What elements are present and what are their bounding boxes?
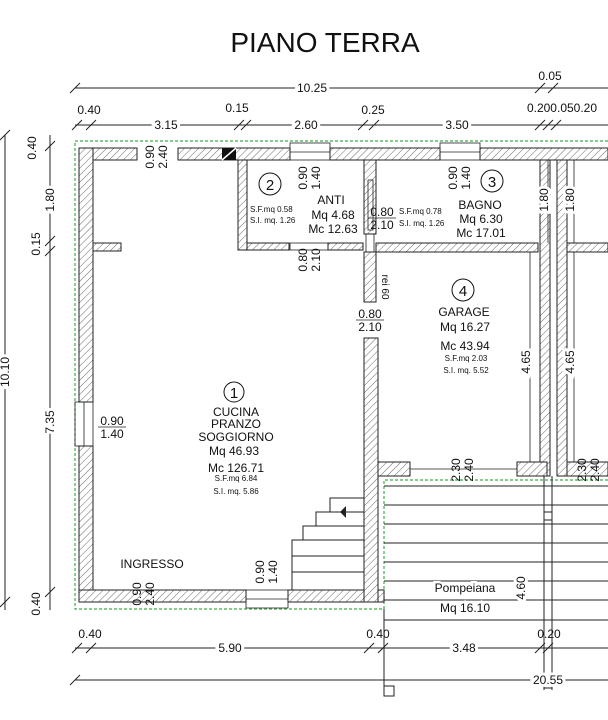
room-3-number: 3 <box>488 174 496 191</box>
garage-height-1: 4.65 <box>519 350 533 374</box>
door-anti-b: 2.10 <box>309 248 323 272</box>
dim-left-mid: 0.15 <box>29 232 43 256</box>
lot-outline <box>74 140 608 610</box>
top-dimensions: 10.25 0.05 0.40 3.15 0.15 2.60 0.25 3.50… <box>69 69 608 135</box>
door-garage-b: 2.10 <box>358 320 382 334</box>
room-1-number: 1 <box>230 385 238 402</box>
door-garage-a: 0.80 <box>358 307 382 321</box>
room-1-name-2: PRANZO <box>211 417 261 431</box>
dim-top-right-extra: 0.05 <box>538 69 562 83</box>
dim-left-upper: 1.80 <box>43 188 57 212</box>
room-anti: 2 ANTI Mq 4.68 Mc 12.63 S.F.mq 0.58 S.I.… <box>250 172 358 236</box>
left-win-b: 1.40 <box>100 427 124 441</box>
anti-door <box>289 242 329 251</box>
room-4-mq: Mq 16.27 <box>440 320 490 334</box>
right-door-b: 2.40 <box>588 458 602 482</box>
entry-a: 0.90 <box>130 582 144 606</box>
dim-top-e: 0.25 <box>361 103 385 117</box>
room-4-sf: S.F.mq 2.03 <box>445 354 488 363</box>
dim-bottom-a: 0.40 <box>78 627 102 641</box>
dim-left-overall: 10.10 <box>0 357 12 387</box>
room-garage: 4 GARAGE Mq 16.27 Mc 43.94 S.F.mq 2.03 S… <box>438 278 490 375</box>
room-3-sf: S.F.mq 0.78 <box>399 207 442 216</box>
room-3-si: S.I. mq. 1.26 <box>399 219 445 228</box>
pompeiana-depth: 4.60 <box>514 576 528 600</box>
room-3-mc: Mc 17.01 <box>456 226 506 240</box>
garage-door-a: 2.30 <box>449 458 463 482</box>
ingresso-label: INGRESSO <box>120 557 183 571</box>
door-anti-a: 0.80 <box>296 248 310 272</box>
room-1-mq: Mq 46.93 <box>209 444 259 458</box>
door-bagno-b: 2.10 <box>370 218 394 232</box>
bagno-win-a: 0.90 <box>446 166 460 190</box>
garage-door-b: 2.40 <box>462 458 476 482</box>
room-2-mq: Mq 4.68 <box>311 208 355 222</box>
dim-left-top: 0.40 <box>25 136 39 160</box>
bagno-win-b: 1.40 <box>459 166 473 190</box>
pompeiana-area: Mq 16.10 <box>440 601 490 615</box>
dim-bottom-c: 0.40 <box>366 627 390 641</box>
entry-b: 2.40 <box>143 582 157 606</box>
kitchen-top-b: 2.40 <box>156 145 170 169</box>
dim-top-b: 3.15 <box>154 118 178 132</box>
bagno-door <box>365 233 375 253</box>
room-bagno: 3 BAGNO Mq 6.30 Mc 17.01 S.F.mq 0.78 S.I… <box>399 169 506 240</box>
dim-top-g: 0.200.050.20 <box>527 101 597 115</box>
dim-left-bottom: 0.40 <box>29 592 43 616</box>
dim-top-d: 2.60 <box>294 118 318 132</box>
anti-win-b: 1.40 <box>309 166 323 190</box>
room-2-mc: Mc 12.63 <box>308 222 358 236</box>
right-door-a: 2.30 <box>575 458 589 482</box>
room-4-mc: Mc 43.94 <box>440 339 490 353</box>
garage-door-leaf <box>367 179 374 231</box>
dim-bottom-e: 0.20 <box>537 627 561 641</box>
room-2-name: ANTI <box>317 193 344 207</box>
room-1-mc: Mc 126.71 <box>208 461 264 475</box>
anti-win-a: 0.90 <box>296 166 310 190</box>
room-cucina: 1 CUCINA PRANZO SOGGIORNO Mq 46.93 Mc 12… <box>198 381 274 496</box>
kitchen-top-a: 0.90 <box>143 145 157 169</box>
left-dimensions: 10.10 0.40 1.80 0.15 7.35 0.40 <box>0 129 60 616</box>
door-bagno-a: 0.80 <box>370 205 394 219</box>
room-1-si: S.I. mq. 5.86 <box>213 487 259 496</box>
bottom-win-b: 1.40 <box>266 560 280 584</box>
room-1-name-1: CUCINA <box>213 405 259 419</box>
dim-overall-top: 10.25 <box>297 81 327 95</box>
plan-title: PIANO TERRA <box>230 27 420 58</box>
rei-label: rei 60 <box>379 274 390 299</box>
room-4-si: S.I. mq. 5.52 <box>443 366 489 375</box>
dim-top-c: 0.15 <box>225 101 249 115</box>
walls <box>78 147 608 603</box>
left-win-a: 0.90 <box>100 414 124 428</box>
room-1-sf: S.F.mq 6.84 <box>215 474 258 483</box>
right-upper-2: 1.80 <box>537 188 551 212</box>
windows <box>74 142 517 609</box>
room-4-name: GARAGE <box>438 305 489 319</box>
room-4-number: 4 <box>459 283 467 300</box>
room-2-sf: S.F.mq 0.58 <box>250 205 293 214</box>
room-2-number: 2 <box>266 177 274 194</box>
room-3-mq: Mq 6.30 <box>459 212 503 226</box>
pompeiana-slats <box>383 476 608 697</box>
dim-bottom-overall: 20.55 <box>533 673 563 687</box>
dim-bottom-d: 3.48 <box>452 641 476 655</box>
dim-top-f: 3.50 <box>445 118 469 132</box>
dim-bottom-b: 5.90 <box>218 641 242 655</box>
room-1-name-3: SOGGIORNO <box>198 430 273 444</box>
garage-height-2: 4.65 <box>563 350 577 374</box>
bottom-dimensions: 0.40 5.90 0.40 3.48 0.20 20.55 <box>69 627 608 690</box>
opening-labels: 0.90 2.40 0.90 1.40 0.90 1.40 0.80 2.10 … <box>98 145 602 606</box>
pompeiana-label: Pompeiana <box>435 581 496 595</box>
dim-top-a: 0.40 <box>77 103 101 117</box>
staircase <box>291 497 364 590</box>
right-upper: 1.80 <box>563 188 577 212</box>
room-2-si: S.I. mq. 1.26 <box>250 216 296 225</box>
bottom-win-a: 0.90 <box>253 560 267 584</box>
dim-left-lower: 7.35 <box>43 410 57 434</box>
room-3-name: BAGNO <box>458 198 501 212</box>
